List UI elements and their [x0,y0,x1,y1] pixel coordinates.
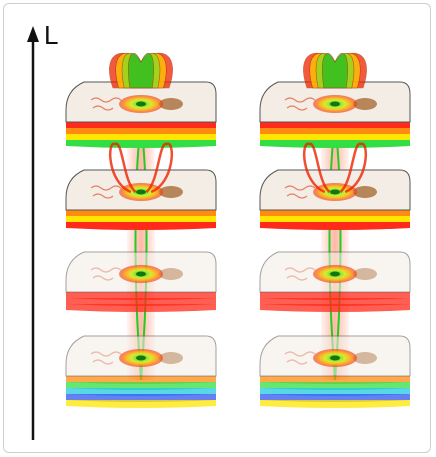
field-core [330,356,340,361]
crown-lobe [128,53,153,88]
cell-layer-4 [66,336,216,408]
field-crown [109,53,172,88]
cell-layer-1 [260,82,410,148]
field-core [136,102,146,107]
layer-band [66,304,216,312]
layer-band [260,400,410,408]
field-core [136,190,146,195]
cell-layer-2 [66,170,216,230]
column-left [66,53,216,408]
layer-band [260,222,410,230]
cell-layer-3 [66,252,216,312]
column-right [260,53,410,408]
layer-band [260,140,410,148]
cell-layer-2 [260,170,410,230]
cell-layer-4 [260,336,410,408]
field-core [136,356,146,361]
layer-band [66,222,216,230]
cell-layer-3 [260,252,410,312]
field-core [330,102,340,107]
axis-arrowhead-icon [27,26,39,42]
field-core [330,190,340,195]
field-core [136,272,146,277]
layer-band [66,400,216,408]
cell-layer-1 [66,82,216,148]
axis-label: L [44,22,58,48]
layer-band [66,140,216,148]
field-core [330,272,340,277]
crown-lobe [322,53,347,88]
vertical-axis [27,26,39,440]
field-crown [303,53,366,88]
layer-band [260,304,410,312]
